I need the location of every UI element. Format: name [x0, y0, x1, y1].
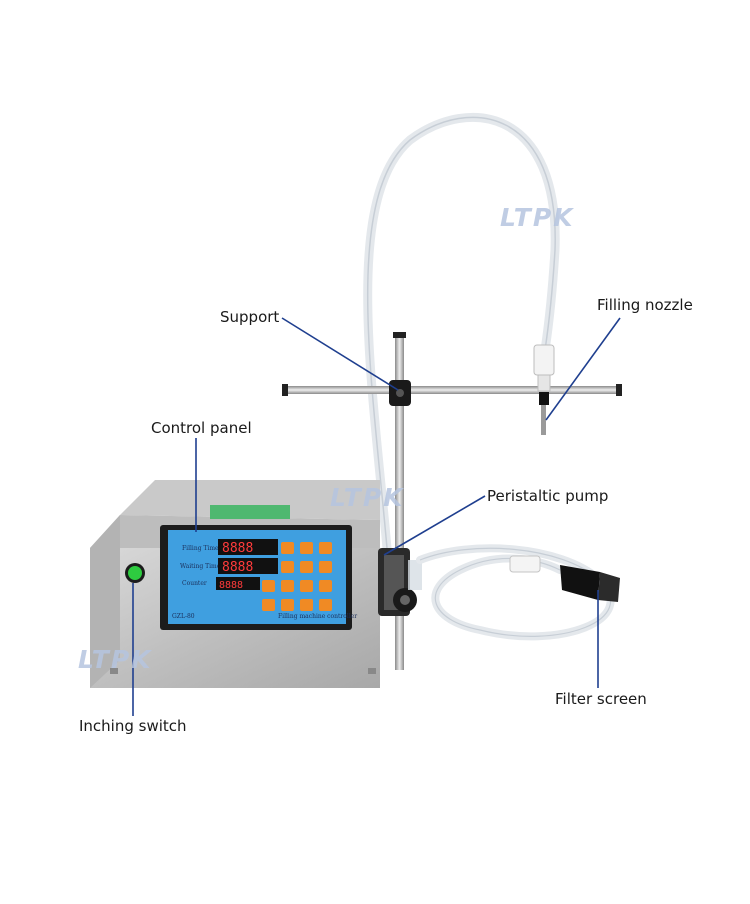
keypad-key[interactable]	[319, 580, 332, 592]
filter-screen-label: Filter screen	[555, 690, 647, 708]
filling-nozzle-label: Filling nozzle	[597, 296, 693, 314]
keypad-key[interactable]	[300, 599, 313, 611]
leader-lines	[132, 317, 621, 716]
keypad-key[interactable]	[281, 599, 294, 611]
keypad-key[interactable]	[262, 580, 275, 592]
counter-display: 8888	[219, 580, 243, 591]
peristaltic-pump-leader	[383, 495, 486, 556]
inching-switch-button[interactable]	[125, 563, 145, 583]
control-panel-label: Control panel	[151, 419, 252, 437]
peristaltic-pump-label: Peristaltic pump	[487, 487, 609, 505]
keypad	[262, 542, 332, 611]
keypad-key[interactable]	[281, 561, 294, 573]
waiting-time-display: 8888	[222, 560, 253, 575]
counter-label: Counter	[182, 580, 207, 587]
keypad-key[interactable]	[300, 580, 313, 592]
support-label: Support	[220, 308, 280, 326]
watermark-bottom: LTPK	[78, 645, 153, 674]
keypad-key[interactable]	[300, 542, 313, 554]
peristaltic-pump	[378, 548, 422, 616]
keypad-key[interactable]	[300, 561, 313, 573]
filling-time-label: Filling Time	[182, 545, 219, 552]
support-rod	[395, 335, 404, 670]
support-leader	[281, 317, 399, 391]
panel-caption: Filling machine controller	[278, 613, 357, 620]
filling-time-display: 8888	[222, 541, 253, 556]
watermark-top: LTPK	[500, 203, 575, 232]
keypad-key[interactable]	[319, 542, 332, 554]
waiting-time-label: Waiting Time	[180, 563, 221, 570]
keypad-key[interactable]	[319, 561, 332, 573]
control-panel: Filling Time Waiting Time Counter 8888 8…	[160, 525, 357, 630]
inching-switch-label: Inching switch	[79, 717, 187, 735]
keypad-key[interactable]	[319, 599, 332, 611]
keypad-key[interactable]	[281, 580, 294, 592]
model-label: GZL-80	[172, 613, 195, 620]
keypad-key[interactable]	[281, 542, 294, 554]
label-sticker	[210, 505, 290, 519]
keypad-key[interactable]	[262, 599, 275, 611]
support-arm	[285, 386, 620, 394]
watermark-middle: LTPK	[330, 483, 405, 512]
filter-screen	[509, 555, 620, 602]
filling-nozzle-leader	[545, 317, 621, 421]
filling-nozzle	[533, 344, 555, 435]
